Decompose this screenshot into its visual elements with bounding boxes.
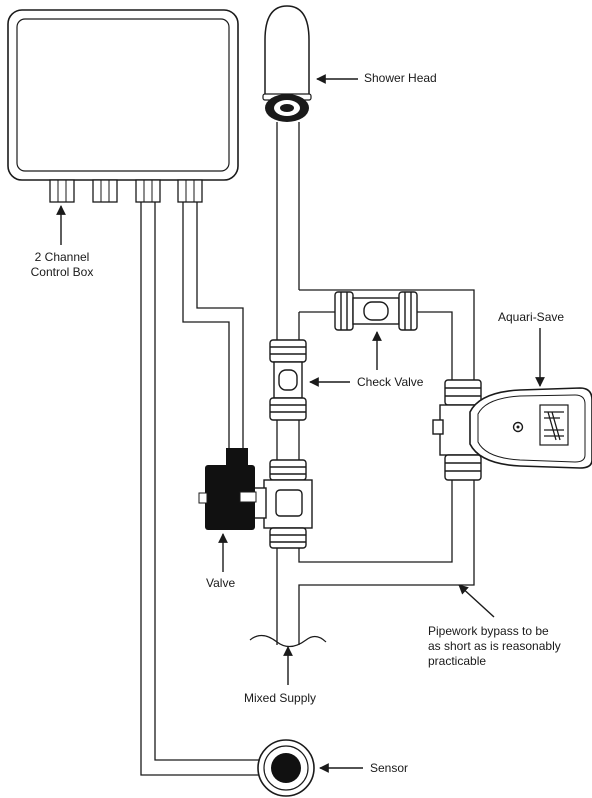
bypass-note-label: Pipework bypass to be as short as is rea… — [428, 624, 561, 668]
cable-gland — [135, 179, 161, 203]
leader-arrows — [56, 74, 545, 773]
sensor-cable — [140, 202, 262, 776]
brand-logo-icon — [544, 411, 564, 441]
check-valve-horizontal — [334, 291, 418, 331]
mixed-supply-label: Mixed Supply — [244, 691, 317, 705]
control-box-label: 2 Channel Control Box — [30, 250, 94, 279]
shower-head-label: Shower Head — [364, 71, 437, 85]
check-valve-label: Check Valve — [357, 375, 424, 389]
valve-cable — [182, 202, 244, 452]
valve-label: Valve — [206, 576, 236, 590]
solenoid-valve — [198, 448, 257, 530]
aquari-save-unit — [469, 387, 592, 469]
valve-body — [253, 459, 313, 549]
sensor-label: Sensor — [370, 761, 409, 775]
cable-gland — [177, 179, 203, 203]
cable-gland — [49, 179, 75, 203]
control-box — [7, 9, 239, 203]
check-valve-vertical — [269, 339, 307, 421]
aquari-save-label: Aquari-Save — [498, 310, 565, 324]
pipe-break — [249, 634, 327, 648]
sensor — [257, 739, 315, 797]
arrow-bypass — [458, 584, 495, 618]
cable-gland — [92, 179, 118, 203]
shower-head — [262, 5, 312, 122]
